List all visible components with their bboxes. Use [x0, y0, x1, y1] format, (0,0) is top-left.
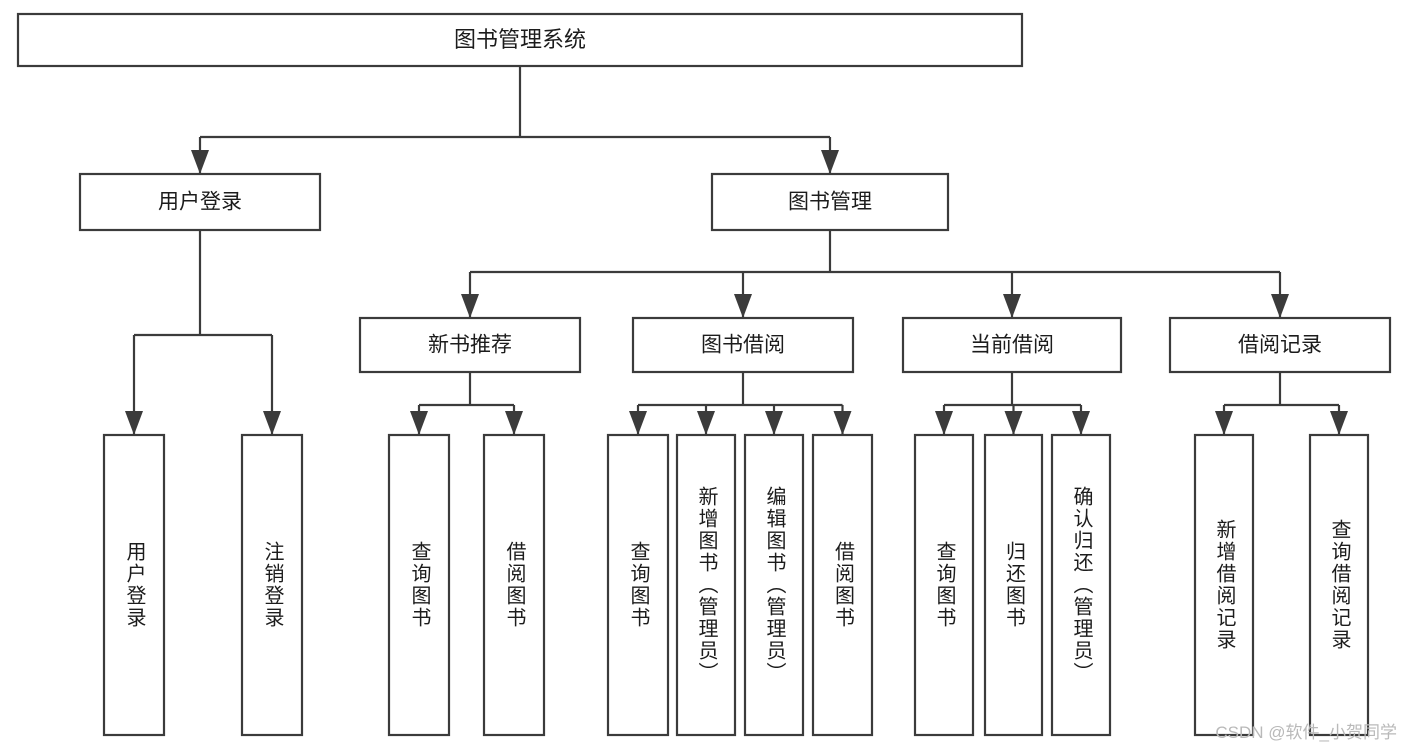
arrow-head-icon-leaf-add-book [697, 411, 715, 435]
node-box-leaf-add-book[interactable] [675, 433, 737, 737]
node-leaf-query-book-1[interactable] [387, 433, 451, 737]
node-box-leaf-query-book-1[interactable] [387, 433, 451, 737]
node-book-borrow[interactable]: 图书借阅 [631, 316, 855, 374]
arrow-head-icon-leaf-borrow-book-2 [833, 411, 852, 435]
arrow-head-icon-leaf-query-book-3 [935, 411, 953, 435]
node-box-new-book-recommend[interactable] [358, 316, 582, 374]
arrow-head-icon-book-borrow [734, 294, 752, 318]
node-label-new-book-recommend: 新书推荐 [428, 334, 512, 357]
arrow-head-icon-leaf-add-record [1215, 411, 1233, 435]
node-box-current-borrow[interactable] [901, 316, 1123, 374]
node-leaf-confirm-return[interactable] [1050, 433, 1112, 737]
arrow-head-icon-leaf-borrow-book-1 [505, 411, 523, 435]
node-label-book-manage: 图书管理 [788, 191, 872, 214]
node-borrow-record[interactable]: 借阅记录 [1168, 316, 1392, 374]
node-label-user-login: 用户登录 [158, 191, 242, 214]
node-new-book-recommend[interactable]: 新书推荐 [358, 316, 582, 374]
node-user-login[interactable]: 用户登录 [78, 172, 322, 232]
arrow-head-icon-leaf-return-book [1004, 411, 1023, 435]
node-label-root: 图书管理系统 [454, 27, 586, 52]
arrow-head-icon-leaf-query-record [1330, 411, 1348, 435]
node-box-leaf-return-book[interactable] [983, 433, 1044, 737]
node-leaf-logout[interactable] [240, 433, 304, 737]
watermark-text: CSDN @软件_小贺同学 [1215, 723, 1397, 742]
node-leaf-query-book-2[interactable] [606, 433, 670, 737]
node-box-leaf-query-book-2[interactable] [606, 433, 670, 737]
node-box-leaf-logout[interactable] [240, 433, 304, 737]
node-box-leaf-borrow-book-1[interactable] [482, 433, 546, 737]
arrow-head-icon-leaf-confirm-return [1072, 411, 1090, 435]
node-leaf-user-login[interactable] [102, 433, 166, 737]
node-leaf-borrow-book-1[interactable] [482, 433, 546, 737]
node-box-book-manage[interactable] [710, 172, 950, 232]
node-box-leaf-user-login[interactable] [102, 433, 166, 737]
node-box-leaf-borrow-book-2[interactable] [811, 433, 874, 737]
node-box-leaf-edit-book[interactable] [743, 433, 805, 737]
node-box-leaf-add-record[interactable] [1193, 433, 1255, 737]
node-leaf-add-book[interactable] [675, 433, 737, 737]
arrow-head-icon-current-borrow [1003, 294, 1021, 318]
node-box-leaf-confirm-return[interactable] [1050, 433, 1112, 737]
node-leaf-query-record[interactable] [1308, 433, 1370, 737]
node-root[interactable]: 图书管理系统 [16, 12, 1024, 68]
node-label-borrow-record: 借阅记录 [1238, 334, 1322, 357]
arrow-head-icon-leaf-query-book-1 [410, 411, 428, 435]
arrow-head-icon-user-login [191, 150, 209, 174]
node-book-manage[interactable]: 图书管理 [710, 172, 950, 232]
node-label-current-borrow: 当前借阅 [970, 334, 1054, 357]
node-box-book-borrow[interactable] [631, 316, 855, 374]
arrow-head-icon-leaf-edit-book [765, 411, 783, 435]
node-box-borrow-record[interactable] [1168, 316, 1392, 374]
node-leaf-return-book[interactable] [983, 433, 1044, 737]
arrow-head-icon-new-book-recommend [461, 294, 479, 318]
node-leaf-borrow-book-2[interactable] [811, 433, 874, 737]
arrow-head-icon-leaf-user-login [125, 411, 143, 435]
connector-layer [125, 66, 1348, 435]
node-box-root[interactable] [16, 12, 1024, 68]
node-current-borrow[interactable]: 当前借阅 [901, 316, 1123, 374]
arrow-head-icon-borrow-record [1271, 294, 1289, 318]
arrow-head-icon-leaf-logout [263, 411, 281, 435]
arrow-head-icon-leaf-query-book-2 [629, 411, 647, 435]
node-leaf-edit-book[interactable] [743, 433, 805, 737]
node-label-book-borrow: 图书借阅 [701, 334, 785, 357]
node-leaf-query-book-3[interactable] [913, 433, 975, 737]
node-box-leaf-query-record[interactable] [1308, 433, 1370, 737]
node-leaf-add-record[interactable] [1193, 433, 1255, 737]
arrow-head-icon-book-manage [821, 150, 839, 174]
node-box-user-login[interactable] [78, 172, 322, 232]
node-box-leaf-query-book-3[interactable] [913, 433, 975, 737]
